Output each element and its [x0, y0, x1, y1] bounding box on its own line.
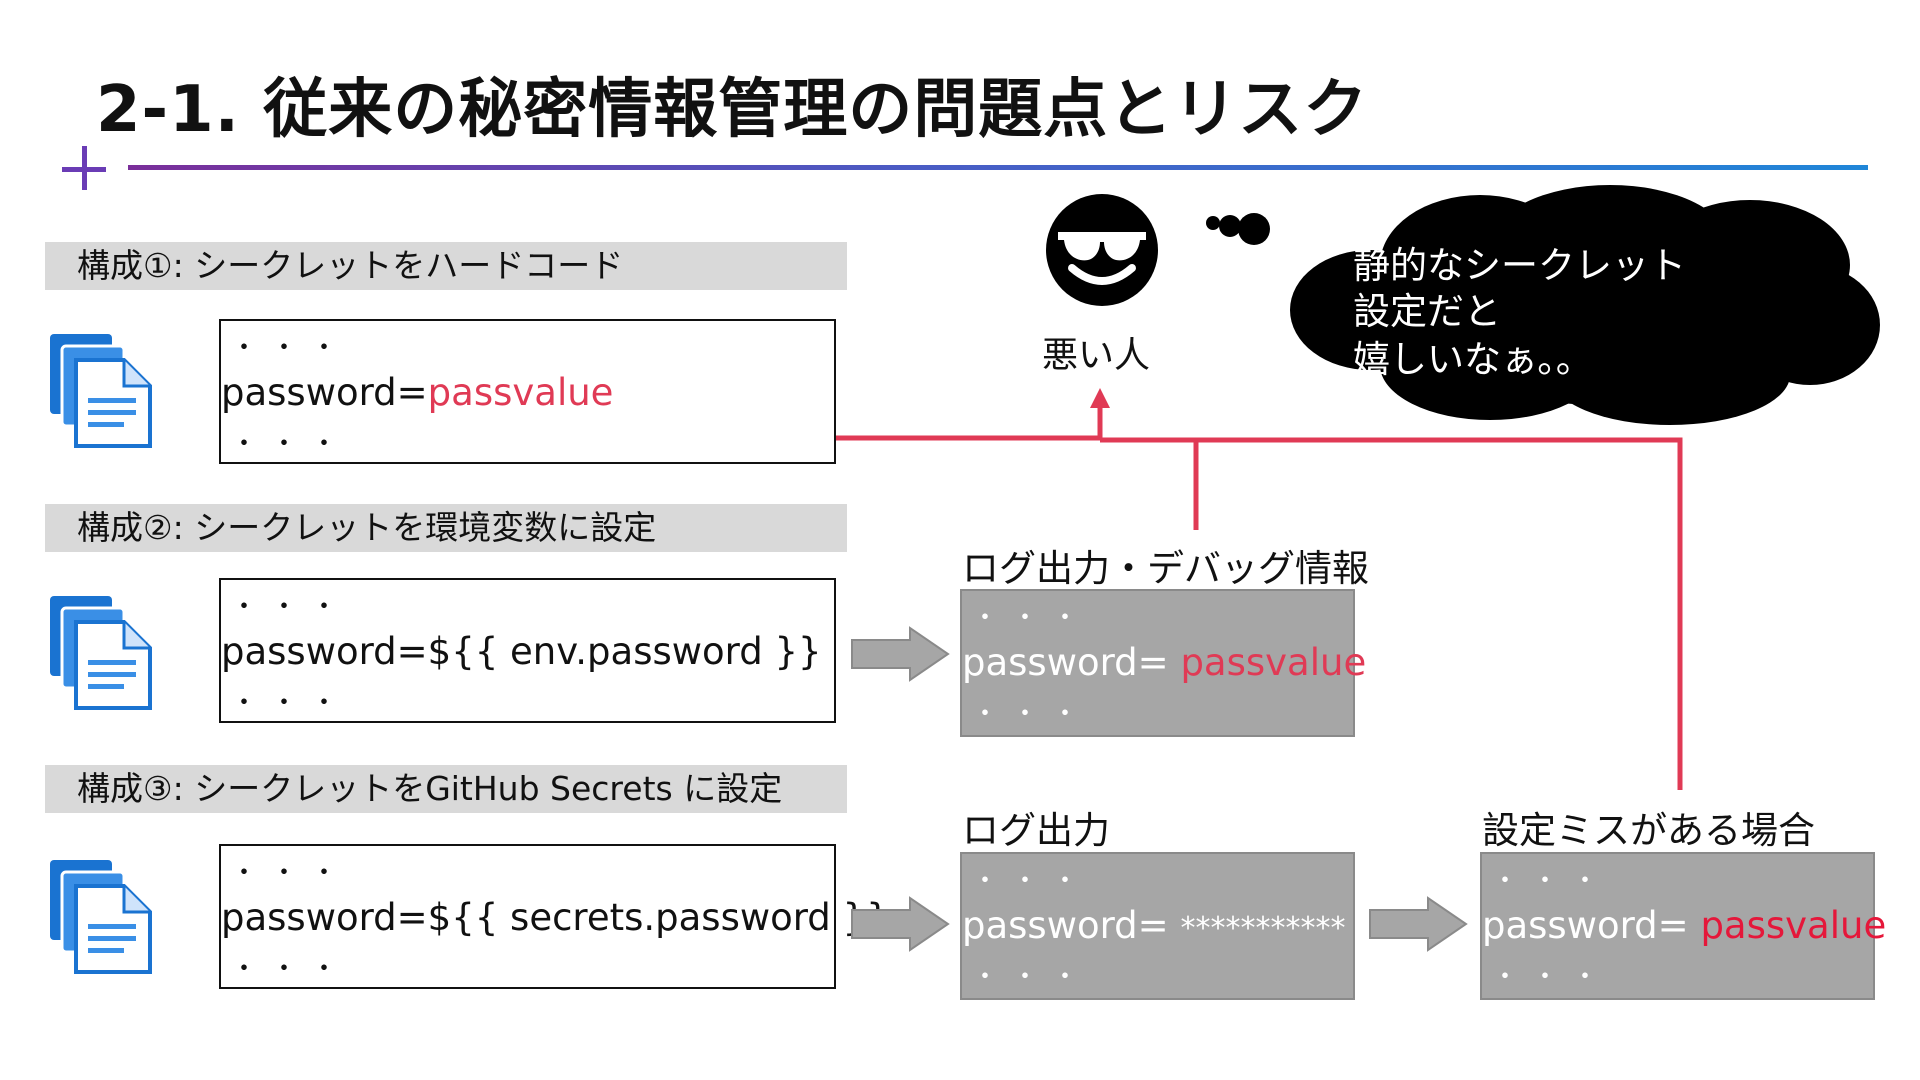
title-underline: [128, 165, 1868, 170]
ellipsis-bottom: ・・・: [972, 699, 1093, 729]
password-secret-value: passvalue: [1700, 904, 1887, 947]
ellipsis-top: ・・・: [972, 603, 1093, 633]
config-2-code: ・・・ password=${{ env.password }} ・・・: [219, 578, 836, 723]
plus-decoration-icon: [82, 146, 87, 190]
up-arrowhead-icon: [1090, 388, 1110, 408]
config-3-code: ・・・ password=${{ secrets.password }} ・・・: [219, 844, 890, 989]
leak-line-config1: [836, 408, 1103, 441]
password-masked-value: ***********: [1180, 911, 1346, 946]
ellipsis-bottom: ・・・: [972, 962, 1093, 992]
password-line: password=${{ secrets.password }}: [221, 896, 890, 939]
password-prefix: password=: [221, 371, 428, 414]
debug-log-box: ・・・ password= passvalue ・・・: [960, 589, 1366, 737]
thought-line-3: 嬉しいなぁ。。: [1353, 338, 1593, 381]
ellipsis-bottom: ・・・: [231, 954, 352, 984]
ellipsis-bottom: ・・・: [1492, 962, 1613, 992]
ellipsis-top: ・・・: [231, 592, 352, 622]
password-line: password= ***********: [962, 904, 1345, 947]
page-title: 2-1. 従来の秘密情報管理の問題点とリスク: [96, 73, 1369, 147]
ellipsis-top: ・・・: [1492, 866, 1613, 896]
attacker-label: 悪い人: [1042, 335, 1151, 376]
config-1-code: ・・・ password=passvalue ・・・: [219, 319, 836, 464]
password-secret-value: passvalue: [427, 371, 614, 414]
thought-bubble: [1206, 185, 1880, 425]
ellipsis-top: ・・・: [231, 333, 352, 363]
right-arrow-icon: [1369, 896, 1468, 952]
ellipsis-bottom: ・・・: [231, 688, 352, 718]
documents-icon: [50, 860, 152, 974]
password-secret-value: passvalue: [1180, 641, 1367, 684]
password-line: password= passvalue: [1482, 904, 1886, 947]
documents-icon: [50, 596, 152, 710]
masked-log-title: ログ出力: [962, 809, 1110, 852]
thought-line-2: 設定だと: [1353, 290, 1501, 333]
misconfig-log-box: ・・・ password= passvalue ・・・: [1480, 852, 1886, 1000]
password-line: password=${{ env.password }}: [221, 630, 822, 673]
leak-line-misconfig: [1196, 437, 1683, 790]
password-prefix: password=: [1482, 904, 1701, 947]
documents-icon: [50, 334, 152, 448]
config-3-label: 構成③: シークレットをGitHub Secrets に設定: [45, 765, 847, 813]
sunglasses-face-icon: [1046, 194, 1158, 306]
thought-line-1: 静的なシークレット: [1353, 244, 1686, 287]
password-prefix: password=: [962, 641, 1181, 684]
config-2-label: 構成②: シークレットを環境変数に設定: [45, 504, 847, 552]
ellipsis-top: ・・・: [231, 858, 352, 888]
password-line: password= passvalue: [962, 641, 1366, 684]
password-line: password=passvalue: [221, 371, 613, 414]
masked-log-box: ・・・ password= *********** ・・・: [960, 852, 1355, 1000]
right-arrow-icon: [851, 896, 950, 952]
leak-line-debug-log: [1100, 437, 1199, 530]
ellipsis-bottom: ・・・: [231, 429, 352, 459]
debug-log-title: ログ出力・デバッグ情報: [962, 547, 1369, 590]
misconfig-log-title: 設定ミスがある場合: [1482, 809, 1815, 852]
ellipsis-top: ・・・: [972, 866, 1093, 896]
config-1-label: 構成①: シークレットをハードコード: [45, 242, 847, 290]
right-arrow-icon: [851, 626, 950, 682]
password-prefix: password=: [962, 904, 1181, 947]
